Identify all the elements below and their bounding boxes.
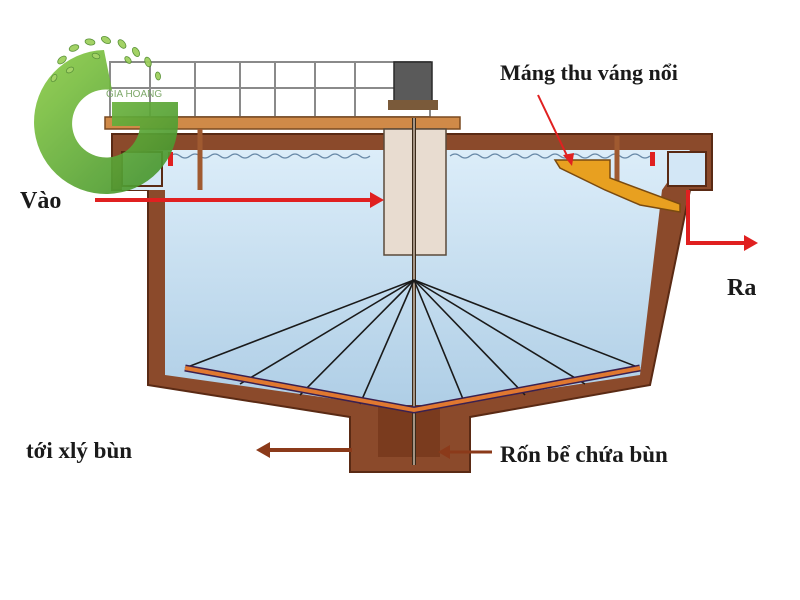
g-letter-logo-icon [34,35,179,194]
label-to-sludge-treatment: tới xlý bùn [26,438,132,463]
hopper-pointer-arrow [438,445,492,459]
sludge-hopper-interior [378,405,440,457]
drive-motor-base [388,100,438,110]
label-inlet: Vào [20,188,61,214]
bridge-walkway [104,116,461,130]
drive-motor [393,61,433,105]
scum-trough [553,159,681,213]
sludge-discharge-arrow [256,442,352,458]
inlet-arrow [95,192,384,208]
right-overflow-channel [667,151,707,187]
water-region [122,150,690,455]
label-outlet: Ra [727,275,756,301]
label-scum-trough: Máng thu váng nổi [500,60,678,85]
outlet-arrow [686,190,758,251]
scraper-tie-rods [184,279,641,405]
logo-text: GIA HOANG [106,89,162,100]
weir-marker-left [168,152,173,166]
scum-trough-pointer [537,94,571,163]
weir-marker-right [650,152,655,166]
scraper-arm-blade [184,366,641,413]
label-sludge-hopper: Rốn bể chứa bùn [500,442,668,467]
scum-trough-pointer-head [563,153,574,166]
